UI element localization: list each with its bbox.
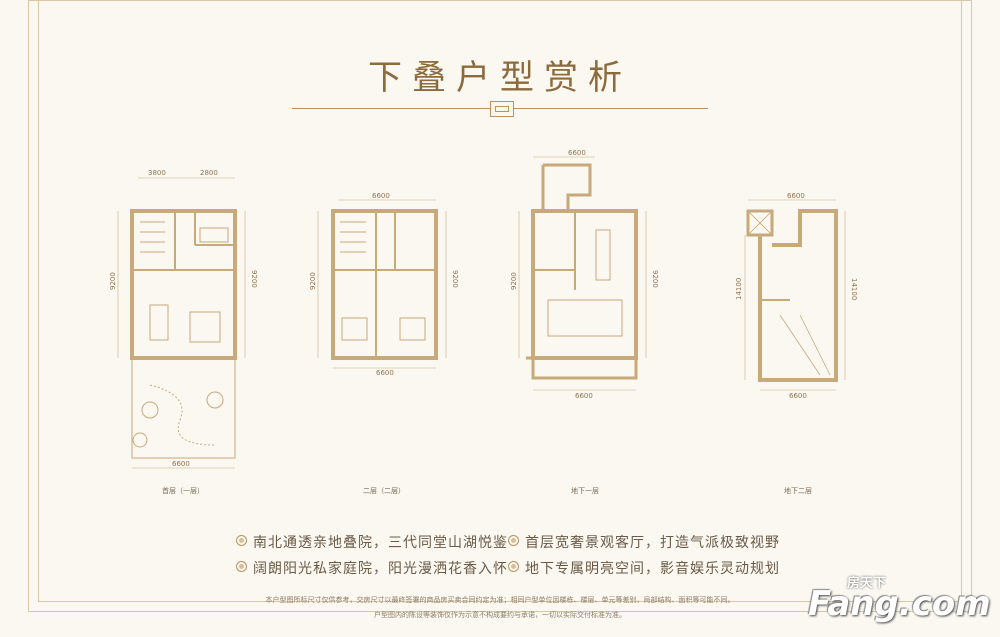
basement1-dim-bottom: 6600 — [575, 392, 593, 400]
basement2-parking-line — [779, 314, 821, 376]
basement2-dim-top: 6600 — [787, 192, 805, 200]
basement1-dim-top: 6600 — [568, 149, 586, 157]
floor1-garden — [131, 357, 236, 459]
feature-text: 首层宽奢景观客厅，打造气派极致视野 — [525, 535, 780, 551]
floor2-bed — [399, 317, 426, 341]
feature-text: 地下专属明亮空间，影音娱乐灵动规划 — [525, 561, 780, 577]
floor1-garden-path — [149, 384, 216, 446]
floor1-garden-tree — [141, 401, 159, 419]
caption-floor2: 二层（二层） — [363, 487, 405, 495]
logo-subtitle: 房天下 — [847, 576, 887, 591]
bullet-icon — [236, 535, 247, 546]
plan-floor2 — [317, 199, 447, 369]
basement1-table — [547, 299, 623, 337]
feature-text: 阔朗阳光私家庭院，阳光漫洒花香入怀 — [253, 561, 508, 577]
caption-basement2: 地下二层 — [784, 487, 812, 495]
floor1-garden-tree — [132, 432, 148, 448]
feature-item: 首层宽奢景观客厅，打造气派极致视野 — [508, 532, 780, 552]
disclaimer-line2: 户型图内的陈设等装饰仅作为示意不构成要约与承诺，一切以实际交付标准为准。 — [374, 611, 626, 619]
logo-wordmark: Fang.com — [808, 584, 991, 624]
basement2-parking-line — [799, 314, 831, 376]
feature-item: 阔朗阳光私家庭院，阳光漫洒花香入怀 — [236, 558, 508, 578]
title-rule-right — [512, 108, 708, 109]
feature-item: 南北通透亲地叠院，三代同堂山湖悦鉴 — [236, 532, 508, 552]
floor1-dim-top-left: 3800 — [148, 169, 166, 177]
floor2-bed — [341, 317, 368, 341]
bullet-icon — [508, 535, 519, 546]
inner-frame — [38, 0, 962, 602]
floor2-dim-bottom: 6600 — [376, 369, 394, 377]
bullet-icon — [508, 561, 519, 572]
floor2-dim-left: 9200 — [309, 272, 317, 290]
plan-basement2 — [744, 199, 846, 391]
floor1-garden-tree — [206, 391, 224, 409]
basement2-skylight-mark — [747, 210, 773, 236]
floor1-dining-table — [149, 304, 169, 341]
disclaimer-line1: 本户型图所标尺寸仅供参考，交房尺寸以最终签署的商品房买卖合同约定为准；相同户型单… — [265, 596, 735, 604]
basement1-dim-right: 9200 — [651, 270, 659, 288]
title-ornament — [490, 101, 514, 117]
basement1-bar — [595, 229, 611, 281]
basement2-dim-right: 14100 — [850, 278, 858, 300]
floor2-dim-top: 6600 — [372, 192, 390, 200]
basement1-outer-wall — [531, 209, 638, 360]
feature-text: 南北通透亲地叠院，三代同堂山湖悦鉴 — [253, 535, 508, 551]
floor1-sofa — [189, 311, 221, 343]
caption-basement1: 地下一层 — [571, 487, 599, 495]
basement1-dim-left: 9200 — [510, 272, 518, 290]
bullet-icon — [236, 561, 247, 572]
caption-floor1: 首层（一层） — [162, 487, 204, 495]
plan-floor1 — [117, 177, 246, 469]
floor2-dim-right: 9200 — [451, 270, 459, 288]
page-title: 下叠户型赏析 — [368, 58, 632, 98]
fang-logo: 房天下 Fang.com — [808, 570, 992, 630]
floor1-bed — [199, 227, 229, 243]
feature-item: 地下专属明亮空间，影音娱乐灵动规划 — [508, 558, 780, 578]
floor1-dim-top-right: 2800 — [200, 169, 218, 177]
basement1-lightwell-wall — [543, 163, 592, 211]
floor2-outer-wall — [331, 209, 438, 360]
plan-basement1 — [518, 156, 647, 391]
floor1-dim-bottom: 6600 — [172, 460, 190, 468]
basement1-lower-wall — [526, 356, 638, 380]
floor1-dim-right: 9200 — [250, 270, 258, 288]
floor1-dim-left: 9200 — [109, 272, 117, 290]
basement2-dim-bottom: 6600 — [789, 392, 807, 400]
basement2-dim-left: 14100 — [735, 278, 743, 300]
basement2-outer-wall — [758, 209, 838, 382]
title-rule-left — [292, 108, 490, 109]
